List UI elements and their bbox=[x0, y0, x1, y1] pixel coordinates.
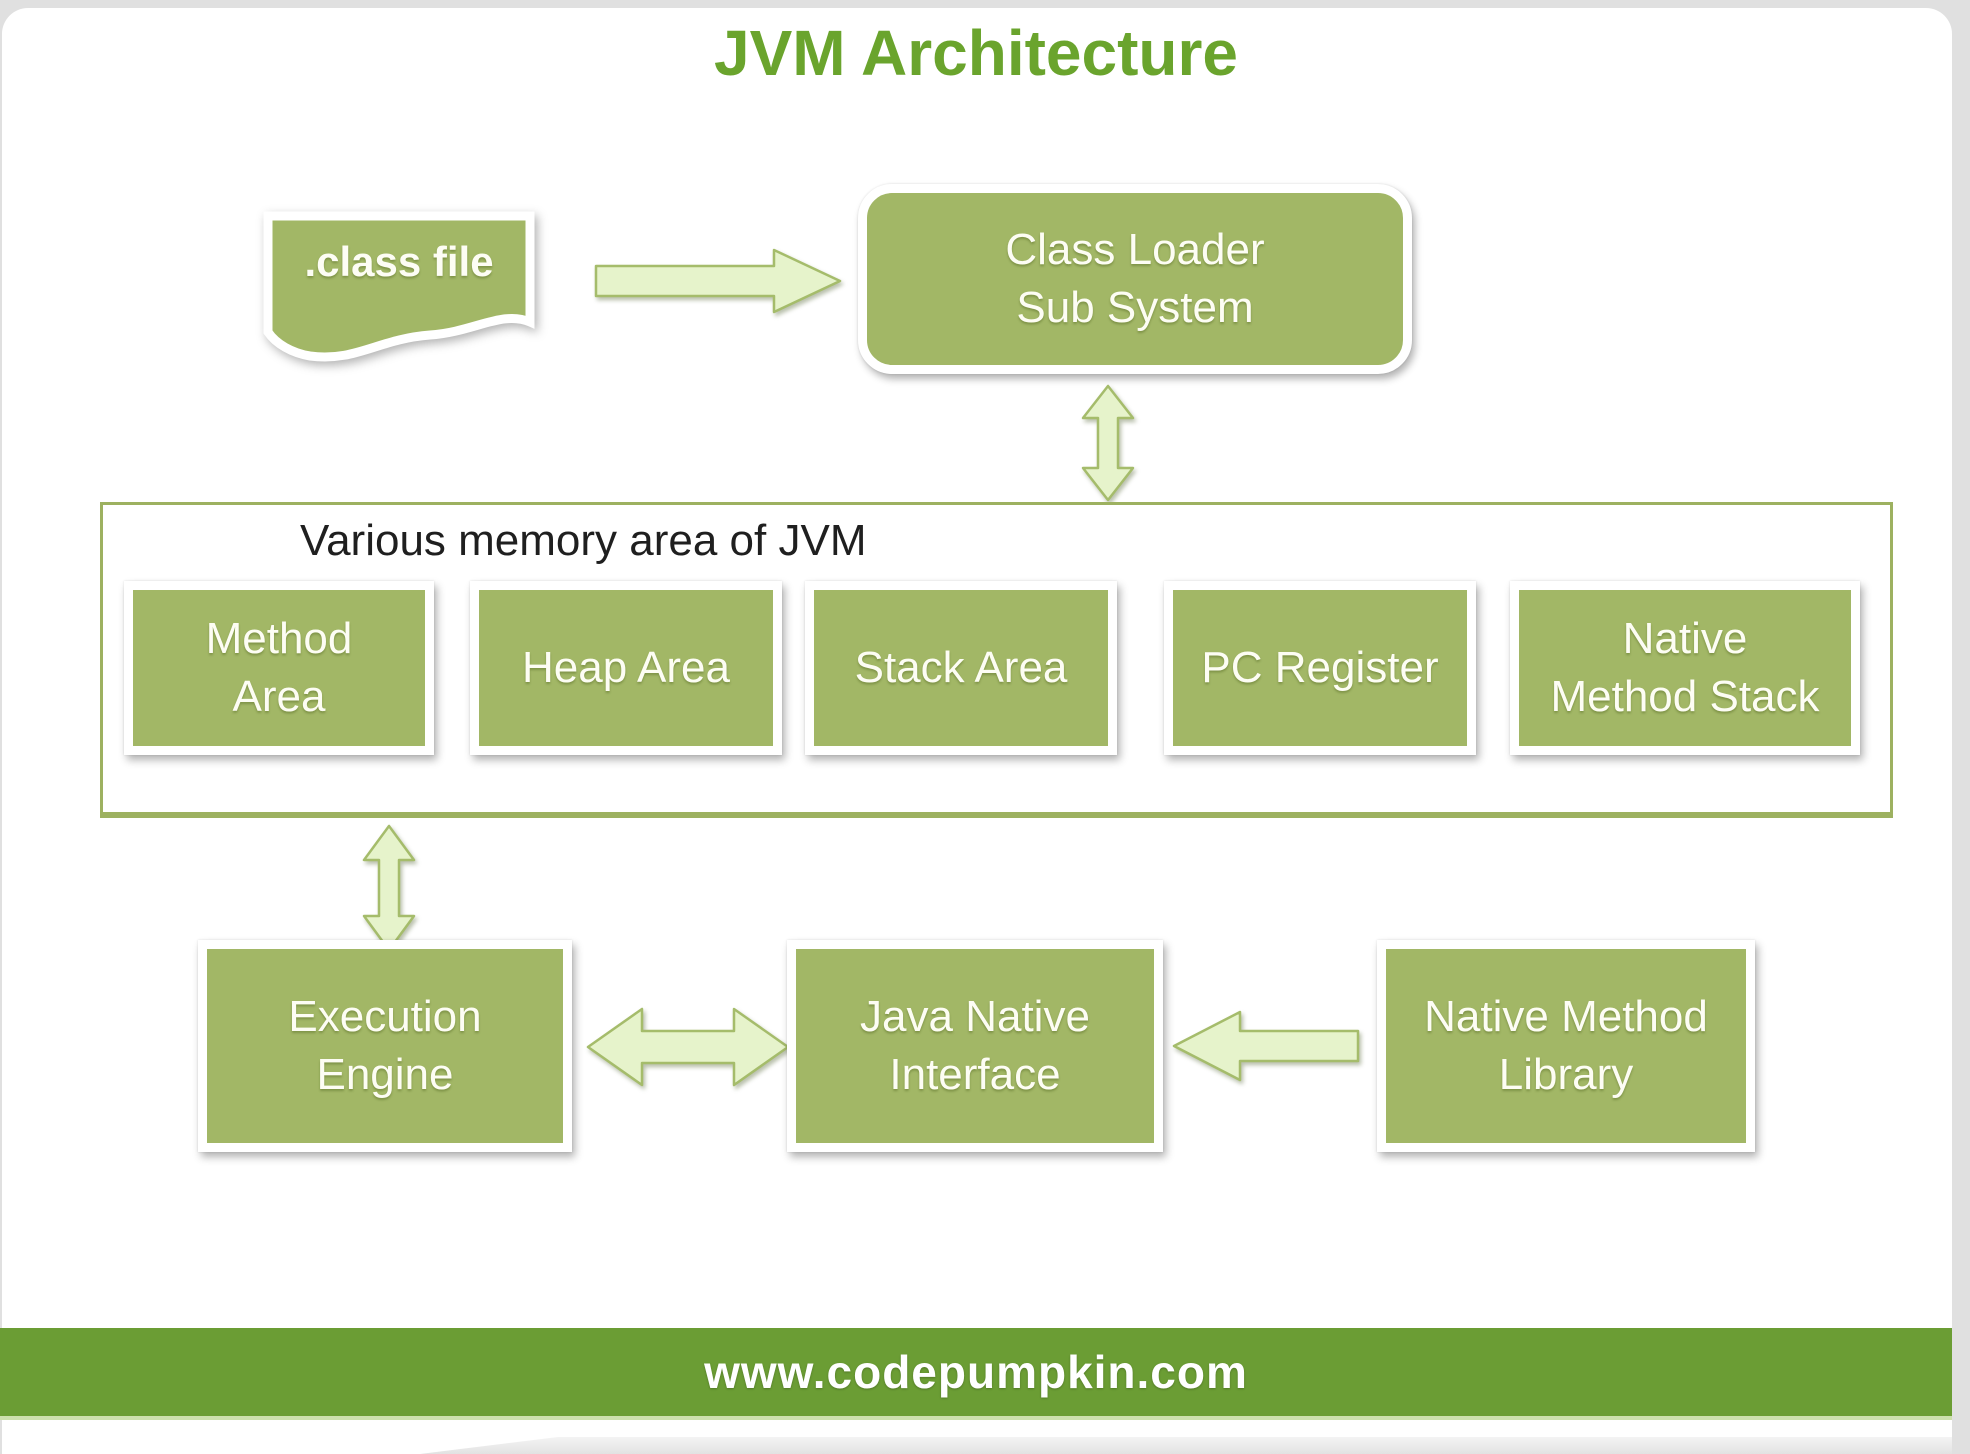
jni-label-line2: Interface bbox=[889, 1050, 1061, 1099]
native-method-library-label-line2: Library bbox=[1498, 1050, 1634, 1099]
memory-area-label: Various memory area of JVM bbox=[300, 516, 867, 565]
java-native-interface-node: Java Native Interface bbox=[787, 940, 1163, 1152]
class-file-node: .class file bbox=[262, 210, 536, 368]
jni-label-line1: Java Native bbox=[860, 992, 1090, 1041]
memory-box-pc-register: PC Register bbox=[1164, 581, 1476, 755]
footer-url: www.codepumpkin.com bbox=[704, 1346, 1248, 1398]
memory-box-native-method-stack: Native Method Stack bbox=[1510, 581, 1860, 755]
class-loader-node: Class Loader Sub System bbox=[858, 184, 1412, 374]
method-area-label-line2: Area bbox=[232, 672, 326, 721]
arrow-right-icon bbox=[594, 248, 842, 314]
stack-area-label: Stack Area bbox=[854, 643, 1068, 692]
double-arrow-vertical-icon bbox=[362, 824, 416, 952]
execution-engine-label-line1: Execution bbox=[288, 992, 482, 1041]
class-file-label: .class file bbox=[304, 238, 494, 285]
arrow-left-icon bbox=[1172, 1010, 1360, 1082]
double-arrow-vertical-icon bbox=[1081, 384, 1135, 502]
class-loader-label-line2: Sub System bbox=[1016, 283, 1254, 332]
class-loader-label-line1: Class Loader bbox=[1005, 225, 1265, 274]
method-area-label-line1: Method bbox=[205, 614, 353, 663]
double-arrow-horizontal-icon bbox=[586, 1007, 790, 1087]
heap-area-label: Heap Area bbox=[522, 643, 730, 692]
memory-box-stack-area: Stack Area bbox=[805, 581, 1117, 755]
native-method-library-label-line1: Native Method bbox=[1424, 992, 1708, 1041]
memory-box-method-area: Method Area bbox=[124, 581, 434, 755]
native-method-stack-label-line1: Native bbox=[1622, 614, 1748, 663]
footer-bar: www.codepumpkin.com bbox=[0, 1328, 1952, 1420]
bottom-wedge bbox=[420, 1437, 1952, 1454]
pc-register-label: PC Register bbox=[1201, 643, 1439, 692]
native-method-library-node: Native Method Library bbox=[1377, 940, 1755, 1152]
native-method-stack-label-line2: Method Stack bbox=[1550, 672, 1820, 721]
execution-engine-label-line2: Engine bbox=[316, 1050, 454, 1099]
execution-engine-node: Execution Engine bbox=[198, 940, 572, 1152]
wavy-document-icon bbox=[263, 211, 535, 362]
memory-box-heap-area: Heap Area bbox=[470, 581, 782, 755]
page-title: JVM Architecture bbox=[714, 17, 1238, 89]
